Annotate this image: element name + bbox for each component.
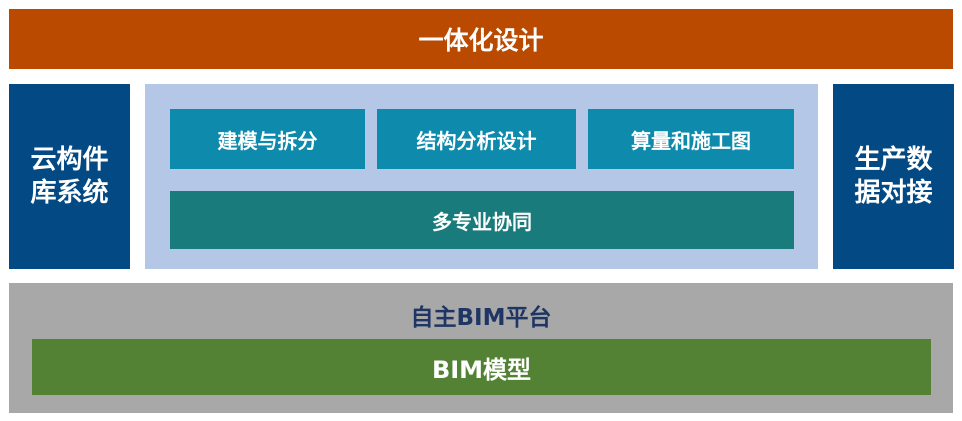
module-modeling-splitting: 建模与拆分 bbox=[170, 109, 365, 169]
bim-model-bar: BIM模型 bbox=[32, 339, 931, 395]
multi-discipline-collaboration-label: 多专业协同 bbox=[432, 209, 532, 234]
integrated-design-bar: 一体化设计 bbox=[9, 9, 953, 69]
cloud-component-library-box: 云构件 库系统 bbox=[9, 84, 130, 269]
multi-discipline-collaboration-bar: 多专业协同 bbox=[170, 191, 794, 249]
module-quantity-drawings-label: 算量和施工图 bbox=[631, 128, 751, 153]
cloud-component-library-line-1: 云构件 bbox=[30, 145, 109, 175]
bim-platform-title: 自主BIM平台 bbox=[9, 293, 953, 337]
module-structural-analysis: 结构分析设计 bbox=[377, 109, 576, 169]
bim-platform-label: 自主BIM平台 bbox=[410, 305, 552, 331]
production-data-docking-line-1: 生产数 bbox=[854, 145, 933, 175]
cloud-component-library-line-2: 库系统 bbox=[30, 177, 109, 208]
module-modeling-splitting-label: 建模与拆分 bbox=[217, 128, 318, 153]
module-structural-analysis-label: 结构分析设计 bbox=[416, 128, 537, 153]
production-data-docking-box: 生产数 据对接 bbox=[833, 84, 954, 269]
module-quantity-drawings: 算量和施工图 bbox=[588, 109, 794, 169]
production-data-docking-label: 生产数 据对接 bbox=[854, 144, 932, 209]
production-data-docking-line-2: 据对接 bbox=[854, 177, 933, 208]
integrated-design-label: 一体化设计 bbox=[418, 26, 544, 55]
bim-model-label: BIM模型 bbox=[431, 355, 532, 384]
cloud-component-library-label: 云构件 库系统 bbox=[30, 144, 108, 209]
